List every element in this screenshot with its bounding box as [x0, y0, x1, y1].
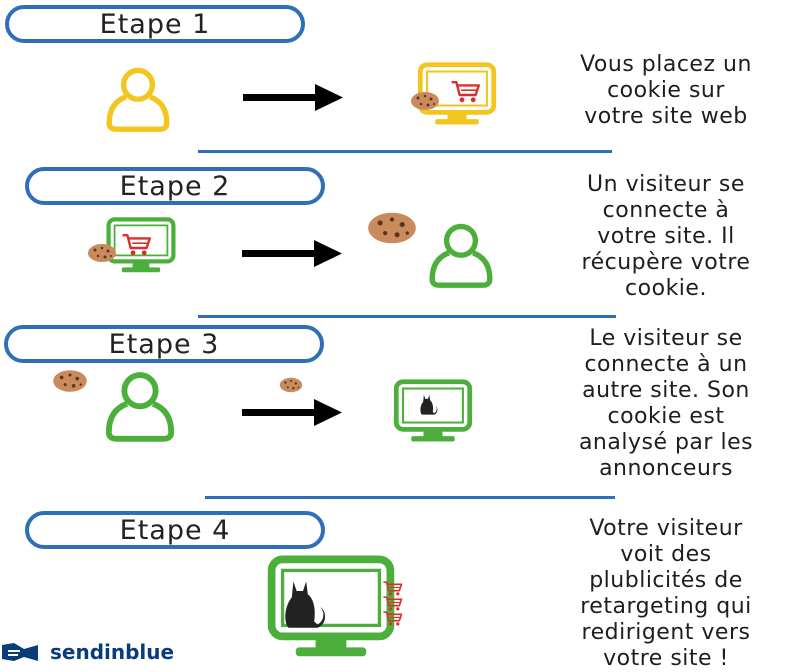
step-3-label-text: Etape 3	[108, 328, 220, 360]
brand-name: sendinblue	[50, 640, 175, 664]
person-icon	[94, 366, 186, 444]
arrow-icon	[242, 238, 342, 268]
cart-icon	[380, 610, 406, 626]
cookie-icon	[87, 243, 117, 263]
brand: sendinblue	[0, 640, 174, 664]
brand-logo-icon	[2, 643, 38, 661]
cart-icon	[380, 580, 406, 596]
divider	[198, 315, 616, 318]
cart-icon	[380, 595, 406, 611]
step-2-label: Etape 2	[25, 167, 325, 205]
step-3-label: Etape 3	[4, 325, 324, 363]
step-2-label-text: Etape 2	[119, 170, 231, 202]
step-1-label-text: Etape 1	[99, 8, 211, 40]
cookie-icon	[278, 377, 304, 393]
step-4-label: Etape 4	[25, 511, 325, 549]
cart-icon	[120, 232, 154, 256]
arrow-icon	[242, 397, 342, 427]
arrow-icon	[243, 82, 343, 112]
step-4-description: Votre visiteur voit des plublicités de r…	[580, 516, 752, 671]
cat-icon	[416, 392, 440, 416]
cookie-icon	[410, 91, 440, 111]
step-4-label-text: Etape 4	[119, 514, 231, 546]
step-1-label: Etape 1	[5, 5, 305, 43]
step-3-description: Le visiteur se connecte à un autre site.…	[578, 326, 754, 481]
cookie-icon	[45, 369, 95, 393]
step-1-description: Vous placez un cookie sur votre site web	[580, 52, 752, 129]
step-2-description: Un visiteur se connecte à votre site. Il…	[581, 172, 751, 301]
divider	[198, 150, 612, 153]
cat-icon	[270, 575, 336, 631]
divider	[205, 496, 615, 499]
person-icon	[92, 62, 184, 134]
person-icon	[402, 218, 520, 290]
cart-icon	[450, 79, 482, 103]
